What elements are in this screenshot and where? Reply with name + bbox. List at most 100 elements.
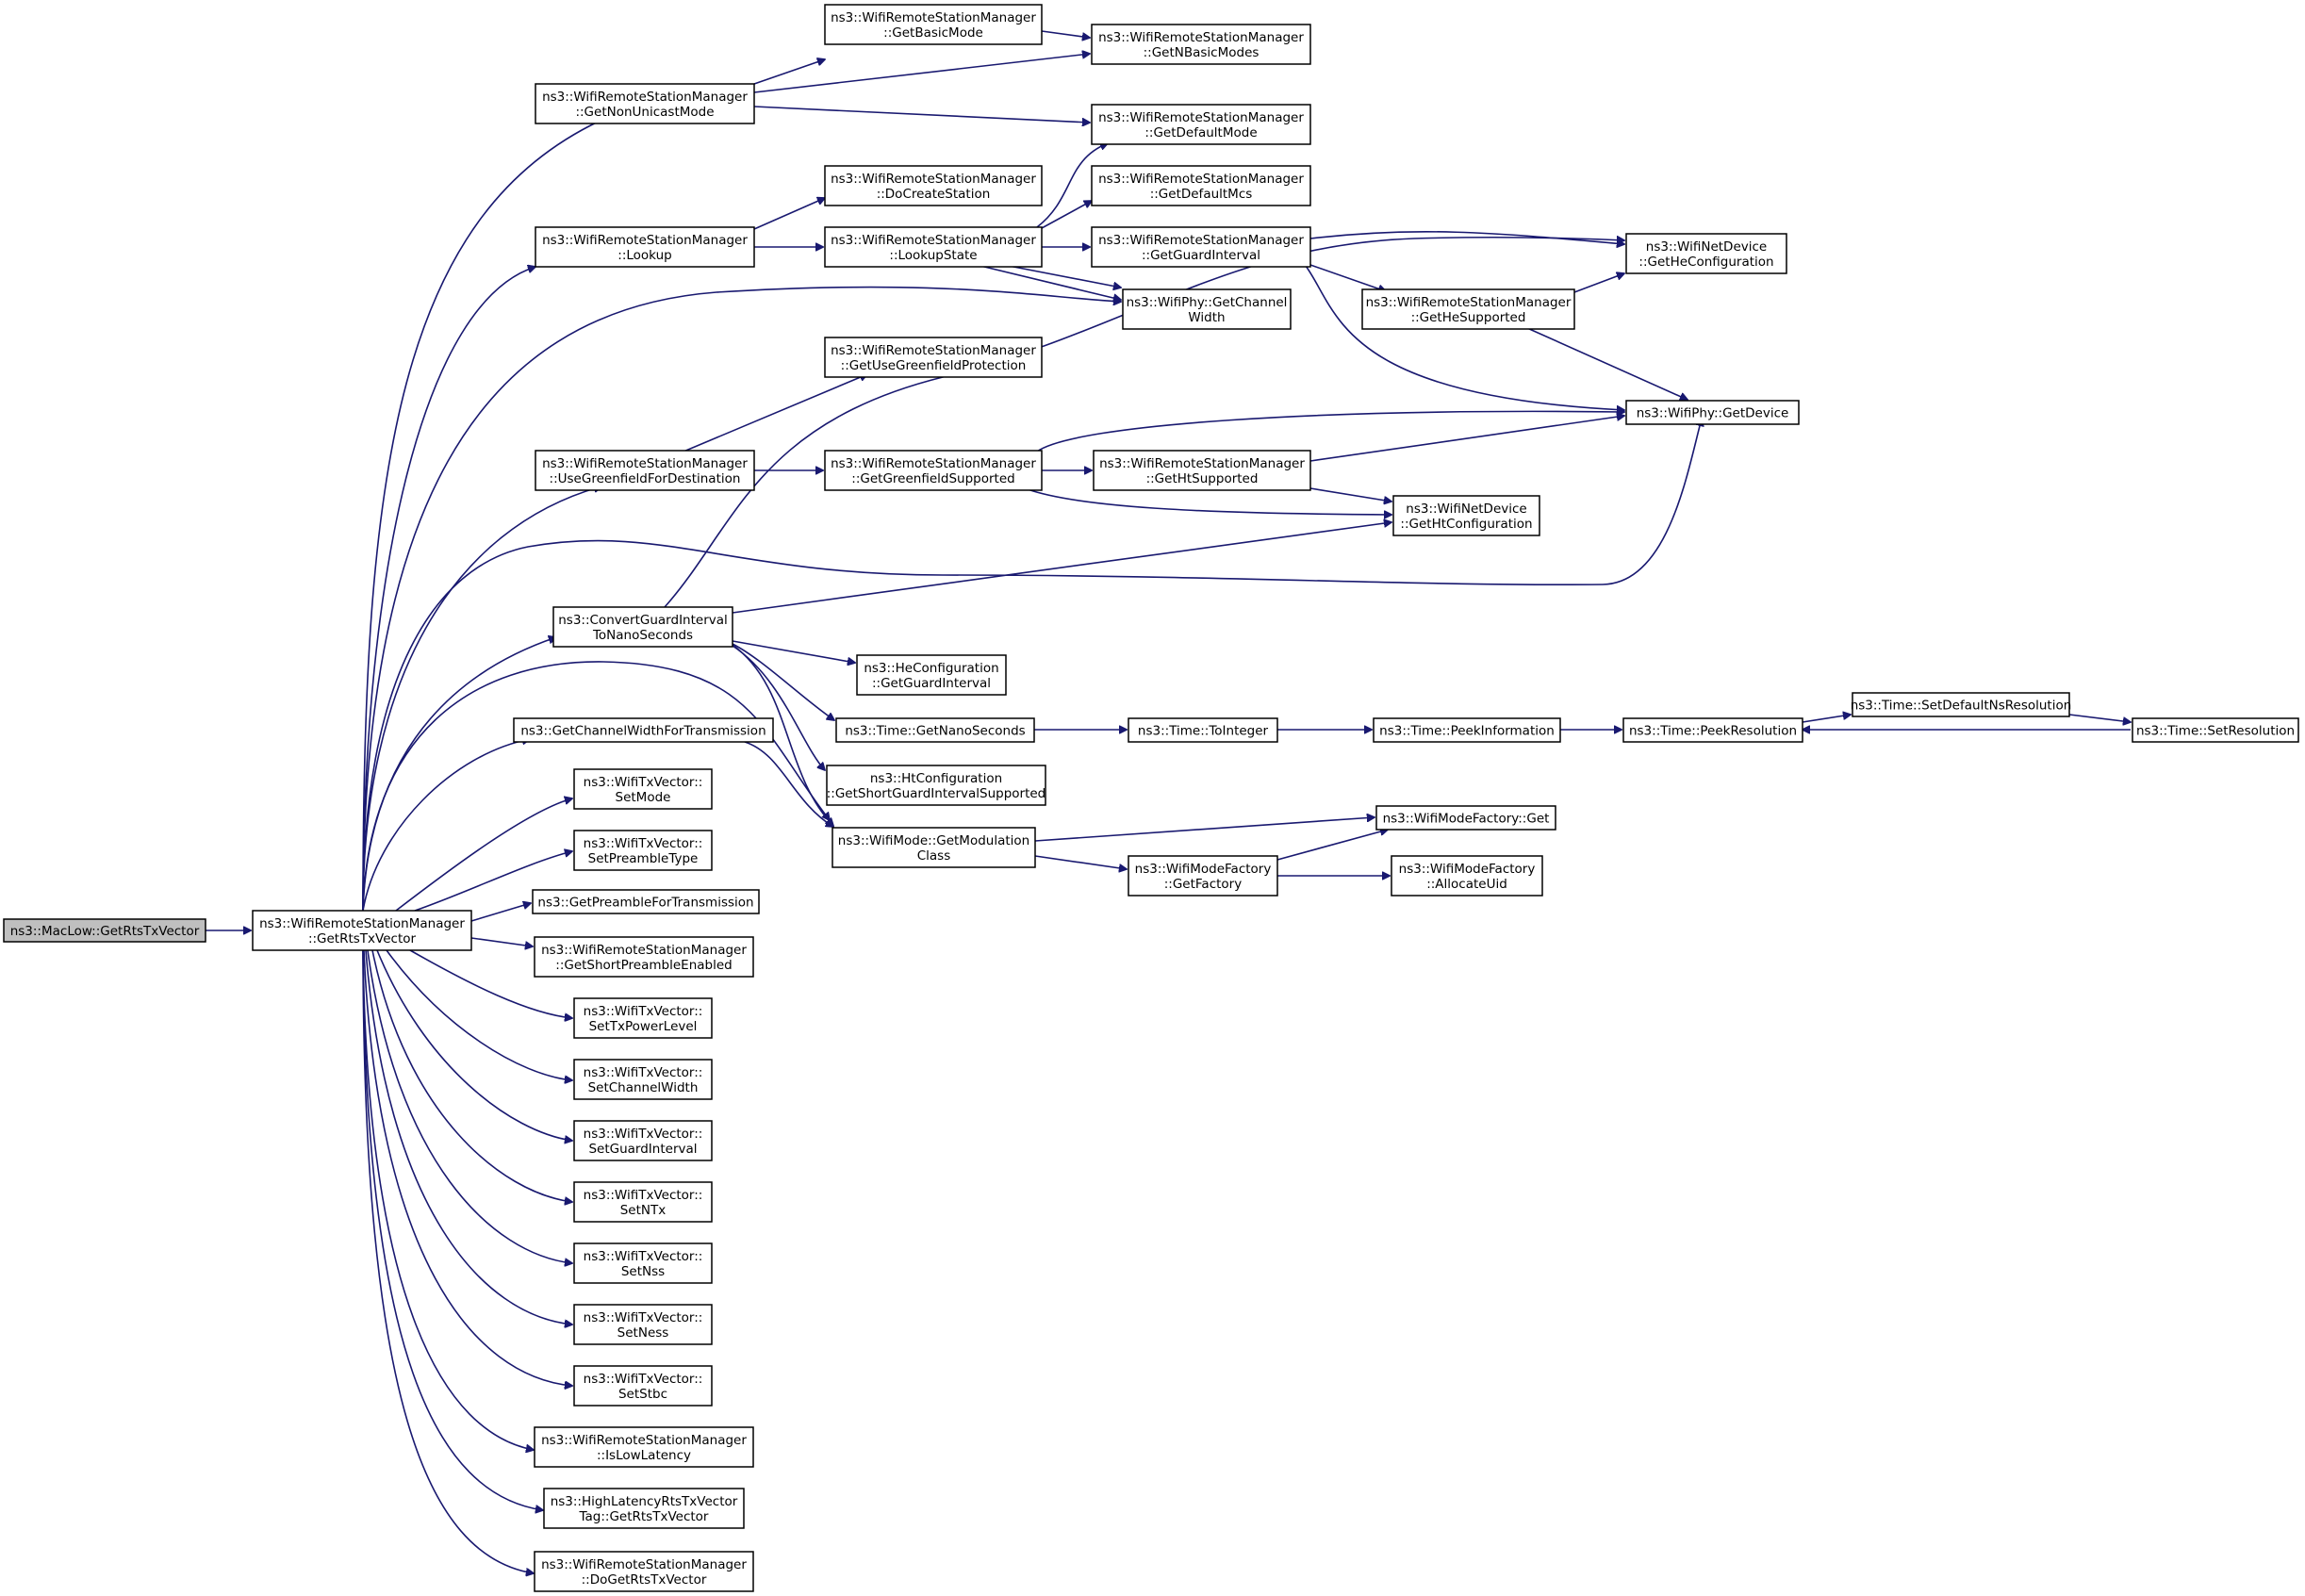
node-defmcs[interactable]: ns3::WifiRemoteStationManager::GetDefaul… (1091, 165, 1311, 206)
node-label-line: ns3::WifiRemoteStationManager (1098, 110, 1304, 125)
node-dogetrts[interactable]: ns3::WifiRemoteStationManager::DoGetRtsT… (534, 1551, 754, 1592)
node-label-line: ::GetUseGreenfieldProtection (841, 358, 1027, 373)
node-box (835, 717, 1035, 743)
node-htconf[interactable]: ns3::WifiNetDevice::GetHtConfiguration (1392, 495, 1540, 536)
node-label-line: SetNTx (620, 1203, 667, 1218)
node-setdefns[interactable]: ns3::Time::SetDefaultNsResolution (1851, 692, 2072, 717)
node-label-line: ns3::WifiPhy::GetDevice (1637, 406, 1789, 421)
node-setgi[interactable]: ns3::WifiTxVector::SetGuardInterval (573, 1120, 713, 1161)
node-box (1625, 400, 1800, 425)
node-peekinfo[interactable]: ns3::Time::PeekInformation (1373, 717, 1561, 743)
node-box (824, 337, 1043, 378)
node-box (1091, 165, 1311, 206)
edge-lookupstate-to-defmcs (1041, 201, 1092, 229)
node-getrts[interactable]: ns3::WifiRemoteStationManager::GetRtsTxV… (252, 910, 472, 951)
node-lookup[interactable]: ns3::WifiRemoteStationManager::Lookup (535, 226, 755, 268)
node-setmode[interactable]: ns3::WifiTxVector::SetMode (573, 768, 713, 810)
node-label-line: ::GetDefaultMode (1144, 125, 1257, 140)
node-setcw[interactable]: ns3::WifiTxVector::SetChannelWidth (573, 1059, 713, 1100)
node-label-line: ns3::WifiModeFactory (1135, 862, 1272, 877)
node-nonunicast[interactable]: ns3::WifiRemoteStationManager::GetNonUni… (535, 83, 755, 124)
node-basicmode[interactable]: ns3::WifiRemoteStationManager::GetBasicM… (824, 4, 1043, 45)
node-chwidth[interactable]: ns3::WifiPhy::GetChannelWidth (1122, 288, 1292, 330)
node-label-line: ::GetGreenfieldSupported (851, 471, 1014, 486)
node-getfactory[interactable]: ns3::WifiModeFactory::GetFactory (1128, 855, 1278, 897)
node-label-line: ::GetGuardInterval (1142, 248, 1260, 263)
node-htsup[interactable]: ns3::WifiRemoteStationManager::GetHtSupp… (1093, 450, 1311, 491)
node-label-line: ns3::WifiNetDevice (1406, 502, 1526, 517)
edge-getrts-to-setnss (367, 949, 572, 1263)
edge-getrts-to-setmode (395, 798, 572, 912)
node-guard[interactable]: ns3::WifiRemoteStationManager::GetGuardI… (1091, 226, 1311, 268)
node-label-line: ns3::WifiRemoteStationManager (541, 1557, 747, 1572)
node-peekres[interactable]: ns3::Time::PeekResolution (1622, 717, 1803, 743)
node-label-line: ::UseGreenfieldForDestination (550, 471, 741, 486)
edge-setdefns-to-setres (2068, 714, 2131, 722)
node-label-line: ::GetHtConfiguration (1400, 517, 1532, 532)
edge-guard-to-getdevice (1305, 265, 1624, 410)
node-label-line: ns3::WifiRemoteStationManager (259, 916, 465, 931)
node-shortpre[interactable]: ns3::WifiRemoteStationManager::GetShortP… (534, 936, 754, 978)
node-setnss[interactable]: ns3::WifiTxVector::SetNss (573, 1242, 713, 1284)
node-factoryget[interactable]: ns3::WifiModeFactory::Get (1375, 805, 1556, 831)
edge-greensup-to-getdevice (1036, 411, 1624, 452)
node-box (1091, 226, 1311, 268)
edge-getrts-to-usegreendest (362, 486, 601, 912)
node-toint[interactable]: ns3::Time::ToInteger (1128, 717, 1278, 743)
node-setpow[interactable]: ns3::WifiTxVector::SetTxPowerLevel (573, 997, 713, 1039)
node-lookupstate[interactable]: ns3::WifiRemoteStationManager::LookupSta… (824, 226, 1043, 268)
node-greensup[interactable]: ns3::WifiRemoteStationManager::GetGreenf… (824, 450, 1043, 491)
node-box (535, 450, 755, 491)
node-docreate[interactable]: ns3::WifiRemoteStationManager::DoCreateS… (824, 165, 1043, 206)
node-label-line: ::GetShortGuardIntervalSupported (827, 786, 1046, 801)
node-highlat[interactable]: ns3::HighLatencyRtsTxVectorTag::GetRtsTx… (543, 1488, 745, 1529)
edge-modclass-to-getfactory (1034, 855, 1127, 869)
node-nanosec[interactable]: ns3::Time::GetNanoSeconds (835, 717, 1035, 743)
node-label-line: ns3::WifiRemoteStationManager (831, 456, 1036, 471)
edge-getrts-to-lookup (362, 267, 535, 912)
edges (206, 30, 2131, 1573)
node-getpre[interactable]: ns3::GetPreambleForTransmission (532, 889, 760, 914)
edge-getrts-to-modclass (362, 661, 830, 912)
node-label-line: ns3::Time::PeekInformation (1379, 724, 1555, 739)
node-hesup[interactable]: ns3::WifiRemoteStationManager::GetHeSupp… (1361, 288, 1575, 330)
node-nbasic[interactable]: ns3::WifiRemoteStationManager::GetNBasic… (1091, 24, 1311, 65)
edge-convgi-to-htconf (732, 522, 1391, 614)
node-getdevice[interactable]: ns3::WifiPhy::GetDevice (1625, 400, 1800, 425)
node-shortgi[interactable]: ns3::HtConfiguration::GetShortGuardInter… (826, 765, 1046, 806)
node-setntx[interactable]: ns3::WifiTxVector::SetNTx (573, 1181, 713, 1223)
node-box (831, 827, 1036, 868)
node-setpre[interactable]: ns3::WifiTxVector::SetPreambleType (573, 830, 713, 871)
edge-modclass-to-factoryget (1034, 817, 1375, 842)
node-defmode[interactable]: ns3::WifiRemoteStationManager::GetDefaul… (1091, 104, 1311, 145)
node-heconf[interactable]: ns3::WifiNetDevice::GetHeConfiguration (1625, 233, 1787, 274)
node-maclow[interactable]: ns3::MacLow::GetRtsTxVector (3, 918, 206, 943)
node-box (573, 1304, 713, 1345)
edge-hesup-to-heconf (1573, 273, 1624, 293)
node-box (1852, 692, 2070, 717)
node-box (573, 768, 713, 810)
node-label-line: ::GetHeSupported (1411, 310, 1526, 325)
node-label-line: SetNss (621, 1264, 665, 1279)
node-alloc[interactable]: ns3::WifiModeFactory::AllocateUid (1391, 855, 1543, 897)
node-setres[interactable]: ns3::Time::SetResolution (2132, 717, 2299, 743)
node-usegreen[interactable]: ns3::WifiRemoteStationManager::GetUseGre… (824, 337, 1043, 378)
node-label-line: SetNess (617, 1325, 669, 1341)
node-box (543, 1488, 745, 1529)
node-hegi[interactable]: ns3::HeConfiguration::GetGuardInterval (856, 654, 1007, 696)
node-box (824, 4, 1043, 45)
node-setness[interactable]: ns3::WifiTxVector::SetNess (573, 1304, 713, 1345)
edge-convgi-to-hegi (732, 640, 855, 663)
node-label-line: Class (917, 848, 951, 864)
edge-peekres-to-setdefns (1802, 715, 1851, 723)
edge-guard-to-hesup (1309, 264, 1386, 291)
node-lowlat[interactable]: ns3::WifiRemoteStationManager::IsLowLate… (534, 1426, 754, 1468)
node-label-line: ns3::WifiRemoteStationManager (1098, 172, 1304, 187)
node-getchtx[interactable]: ns3::GetChannelWidthForTransmission (513, 717, 774, 743)
node-usegreendest[interactable]: ns3::WifiRemoteStationManager::UseGreenf… (535, 450, 755, 491)
node-setstbc[interactable]: ns3::WifiTxVector::SetStbc (573, 1365, 713, 1407)
node-label-line: ns3::WifiRemoteStationManager (542, 90, 748, 105)
